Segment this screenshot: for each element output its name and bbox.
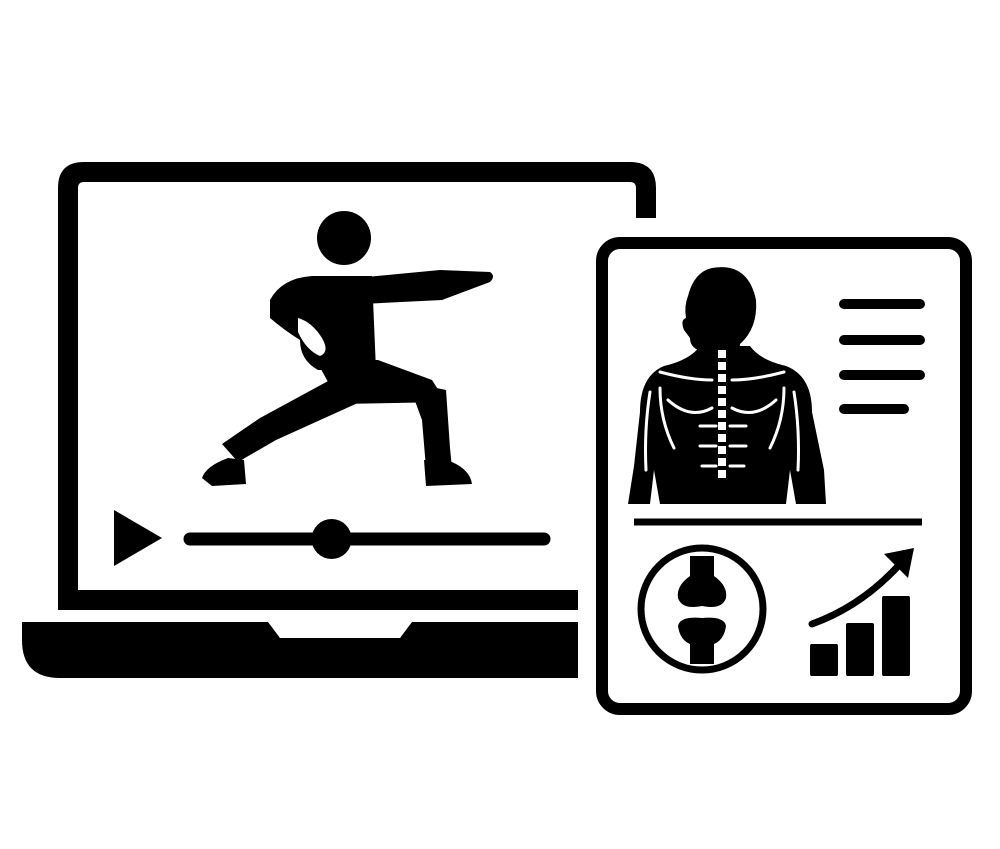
knee-joint-icon bbox=[637, 544, 767, 674]
human-torso-anatomy-icon bbox=[628, 267, 826, 504]
trend-arrow-icon bbox=[808, 560, 904, 628]
growth-bar bbox=[882, 596, 910, 676]
report-text-lines bbox=[839, 299, 925, 414]
laptop-base bbox=[22, 622, 578, 678]
medical-report-icon bbox=[596, 237, 972, 715]
growth-bar bbox=[810, 644, 838, 676]
video-scrubber-knob[interactable] bbox=[311, 519, 352, 559]
trend-arrow-head bbox=[884, 548, 914, 578]
play-icon[interactable] bbox=[114, 510, 162, 566]
growth-bar bbox=[846, 623, 874, 676]
laptop-icon bbox=[22, 162, 656, 678]
martial-arts-figure-icon bbox=[202, 211, 493, 486]
growth-bar-chart-icon bbox=[808, 548, 914, 676]
